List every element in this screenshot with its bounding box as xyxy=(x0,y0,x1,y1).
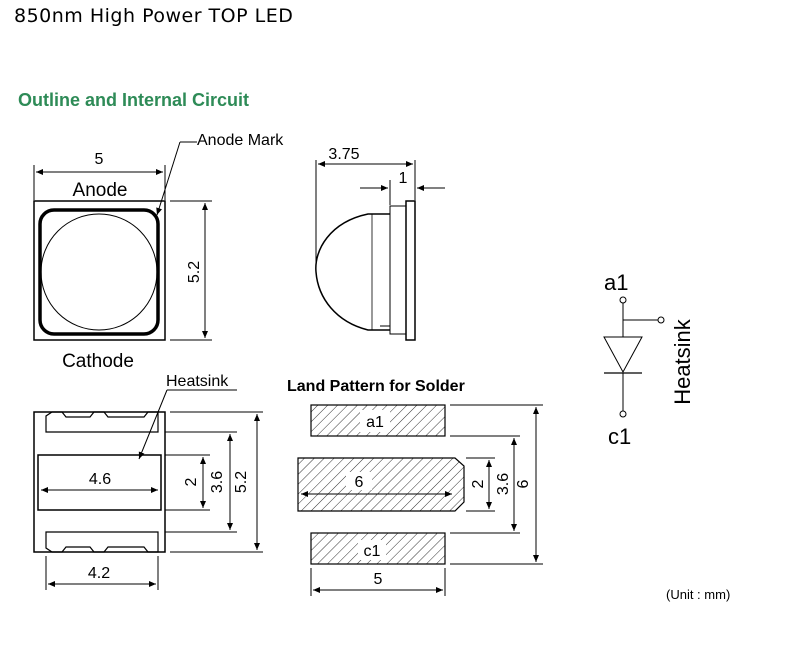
anode-mark-leader xyxy=(156,141,181,216)
circuit-cathode-label: c1 xyxy=(608,424,631,449)
bottom-pad-anode xyxy=(45,411,159,433)
circuit-anode-label: a1 xyxy=(604,270,628,295)
section-title: Outline and Internal Circuit xyxy=(18,90,250,110)
internal-circuit: a1 c1 Heatsink xyxy=(603,270,695,449)
heatsink-height-dim: 2 xyxy=(183,477,200,486)
cathode-label: Cathode xyxy=(62,351,134,372)
land-pattern: Land Pattern for Solder a1 6 c1 5 2 3.6 … xyxy=(287,378,543,596)
diode-symbol xyxy=(603,336,643,374)
anode-label: Anode xyxy=(73,180,128,201)
land-pattern-title: Land Pattern for Solder xyxy=(287,378,465,395)
page-title: 850nm High Power TOP LED xyxy=(14,5,294,27)
anode-terminal xyxy=(619,296,627,304)
side-rim-dim: 1 xyxy=(399,170,408,187)
side-view-rim xyxy=(389,205,407,335)
bottom-heatsink xyxy=(37,454,162,511)
bottom-pad-cathode xyxy=(45,531,159,553)
top-view-body xyxy=(33,200,166,341)
land-pad-c1-label: c1 xyxy=(364,543,381,560)
side-view-base xyxy=(405,200,416,341)
top-view-lens-frame xyxy=(38,208,160,336)
land-center-height-dim: 2 xyxy=(470,479,487,488)
heatsink-terminal xyxy=(657,316,665,324)
heatsink-label: Heatsink xyxy=(166,373,229,390)
cathode-terminal xyxy=(619,410,627,418)
side-view-dome xyxy=(315,213,390,331)
bottom-view: 4.6 Heatsink 2 3.6 5.2 4.2 xyxy=(33,373,263,590)
heatsink-leader xyxy=(138,389,168,460)
land-pad-center xyxy=(297,457,465,512)
circuit-heatsink-label: Heatsink xyxy=(670,318,695,405)
outer-height-dim: 5.2 xyxy=(233,471,250,493)
top-height-dim: 5.2 xyxy=(186,261,203,283)
land-pad-a1-label: a1 xyxy=(366,414,384,431)
side-height-dim: 3.75 xyxy=(328,146,359,163)
anode-mark-label: Anode Mark xyxy=(197,132,284,149)
land-outer-height-dim: 6 xyxy=(515,479,532,488)
land-inner-height-dim: 3.6 xyxy=(495,473,512,495)
top-view: 5 Anode Cathode 5.2 Anode Mark xyxy=(33,132,284,372)
land-pad-center-label: 6 xyxy=(355,474,364,491)
side-view: 3.75 1 xyxy=(315,146,445,341)
top-view-lens xyxy=(40,213,158,331)
heatsink-width-dim: 4.6 xyxy=(89,471,111,488)
top-width-dim: 5 xyxy=(95,151,104,168)
unit-note: (Unit : mm) xyxy=(666,587,731,602)
inner-height-dim: 3.6 xyxy=(209,471,226,493)
land-width-dim: 5 xyxy=(374,571,383,588)
pad-span-dim: 4.2 xyxy=(88,565,110,582)
